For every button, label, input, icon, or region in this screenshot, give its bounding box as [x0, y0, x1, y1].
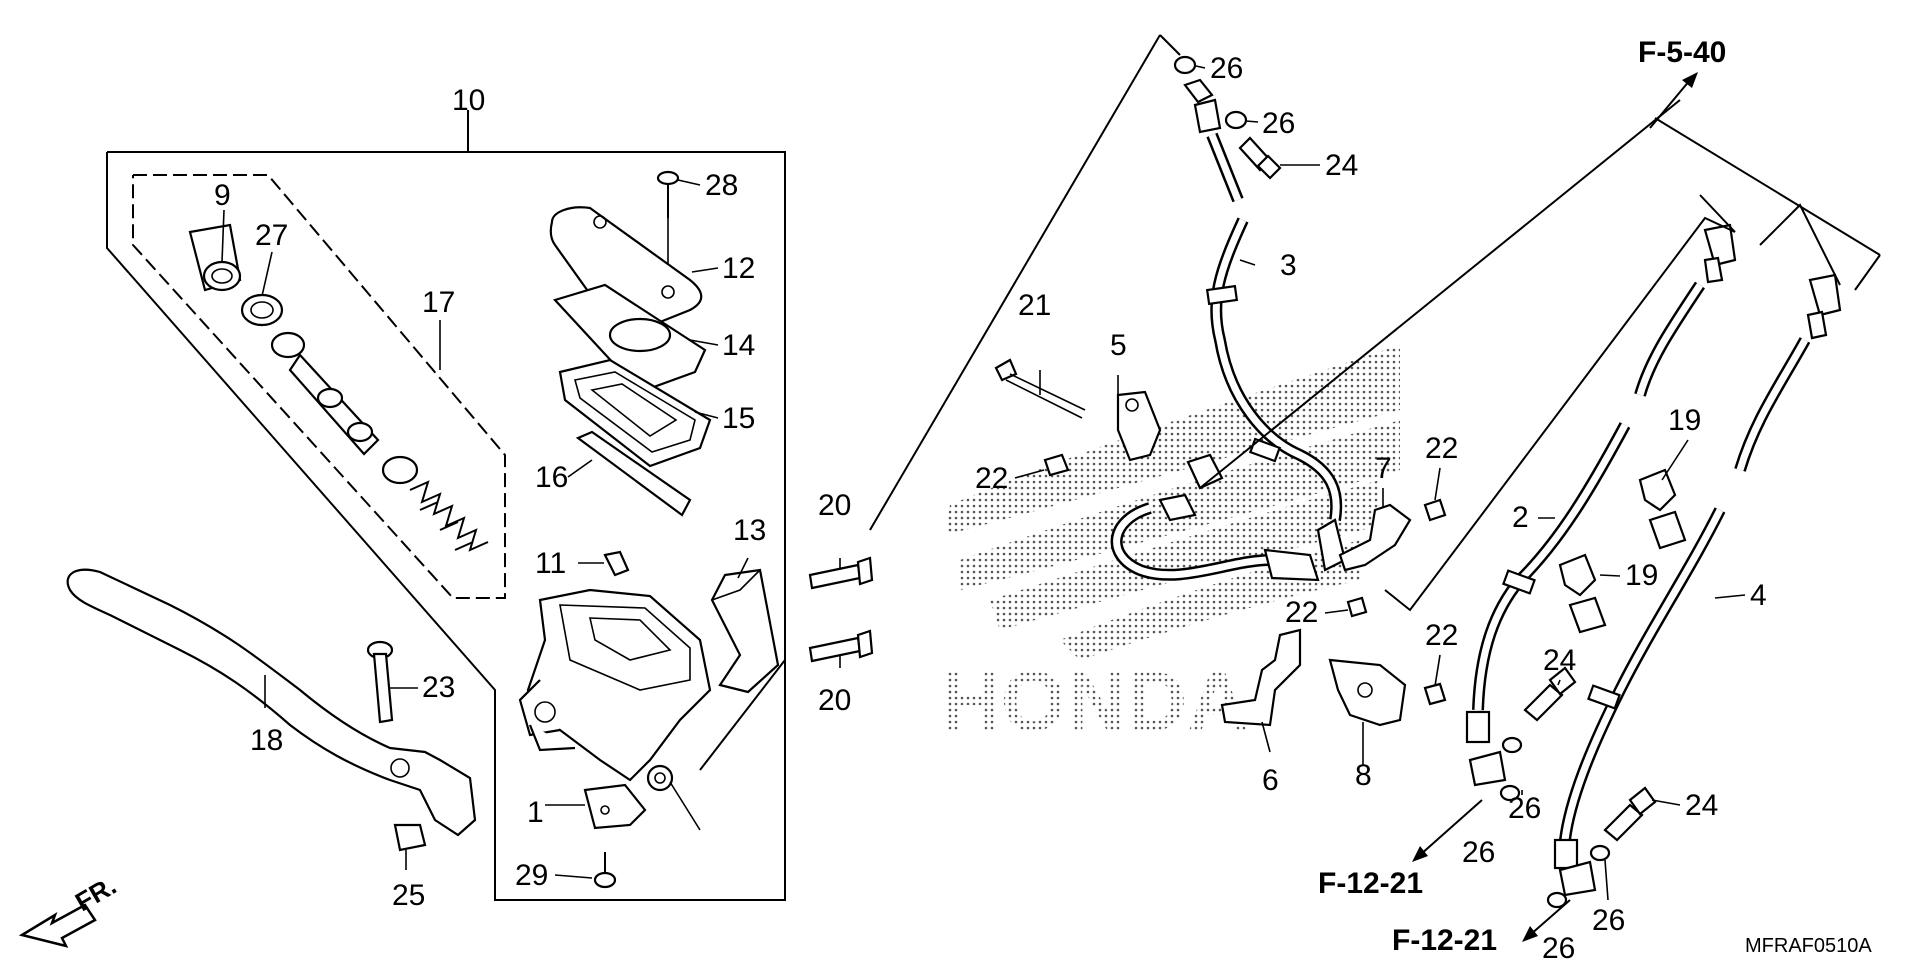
callout-24c: 24 — [1685, 789, 1718, 822]
callout-26e: 26 — [1592, 904, 1625, 937]
bracket-bolt-a — [1043, 453, 1070, 477]
callout-28: 28 — [705, 169, 738, 202]
bracket-bolt-d — [1423, 682, 1447, 706]
kit-10-bracket — [106, 110, 786, 901]
callout-5: 5 — [1110, 329, 1127, 362]
callout-labels: 1 2 3 4 5 6 7 8 9 10 11 12 13 14 15 16 1… — [214, 52, 1767, 960]
long-bolt — [994, 358, 1086, 419]
leader-lines — [221, 65, 1746, 901]
reference-f-12-21-b: F-12-21 — [1392, 924, 1497, 957]
banjo-bolt-lower-a — [1523, 666, 1577, 722]
callout-17: 17 — [422, 286, 455, 319]
reference-arrows — [1412, 72, 1698, 942]
switch-screw — [593, 852, 617, 889]
master-cylinder-body — [518, 588, 712, 792]
banjo-bolt-upper — [1238, 136, 1282, 180]
callout-22c: 22 — [1285, 596, 1318, 629]
callout-6: 6 — [1262, 764, 1279, 797]
hose-bracket-6 — [1220, 628, 1302, 727]
banjo-bolt-lower-b — [1603, 786, 1657, 842]
callout-8: 8 — [1355, 759, 1372, 792]
callout-3: 3 — [1280, 249, 1297, 282]
callout-14: 14 — [722, 329, 755, 362]
callout-26c: 26 — [1508, 792, 1541, 825]
callout-26f: 26 — [1542, 932, 1575, 960]
callout-7: 7 — [1375, 452, 1392, 485]
callout-9: 9 — [214, 179, 231, 212]
reference-f-12-21-a: F-12-21 — [1318, 867, 1423, 900]
watermark-text: HONDA — [940, 654, 1248, 748]
callout-11: 11 — [535, 547, 566, 580]
clamp-bolt-upper — [808, 556, 874, 590]
callout-13: 13 — [733, 514, 766, 547]
callout-24a: 24 — [1325, 149, 1358, 182]
callout-21: 21 — [1018, 289, 1051, 322]
reservoir-cap — [549, 206, 703, 332]
reservoir-seal — [575, 430, 692, 517]
callout-19a: 19 — [1668, 404, 1701, 437]
callout-23: 23 — [422, 671, 455, 704]
callout-1: 1 — [527, 796, 544, 829]
hose-clamp-upper — [1638, 468, 1687, 550]
circlip — [240, 293, 284, 327]
bracket-bolt-c — [1346, 596, 1368, 618]
pivot-nut — [393, 823, 427, 852]
callout-2: 2 — [1512, 501, 1529, 534]
assembly-outline-lines — [869, 34, 1881, 612]
brake-light-switch — [583, 783, 647, 830]
callout-26a: 26 — [1210, 52, 1243, 85]
upper-brake-hose — [1183, 78, 1343, 521]
piston — [270, 331, 380, 456]
bracket-bolt-b — [1423, 498, 1447, 522]
callout-26b: 26 — [1262, 107, 1295, 140]
reference-f-5-40: F-5-40 — [1638, 36, 1726, 69]
callout-26d: 26 — [1462, 836, 1495, 869]
callout-18: 18 — [250, 724, 283, 757]
callout-16: 16 — [535, 461, 568, 494]
callout-22a: 22 — [975, 462, 1008, 495]
callout-24b: 24 — [1543, 644, 1576, 677]
callout-10: 10 — [452, 84, 485, 117]
three-way-joint — [1328, 658, 1407, 727]
callout-20a: 20 — [818, 489, 851, 522]
callout-20b: 20 — [818, 684, 851, 717]
callout-22d: 22 — [1425, 619, 1458, 652]
front-direction-arrow: FR. — [18, 870, 121, 948]
spring — [381, 455, 489, 552]
piston-boot — [188, 223, 242, 292]
callout-12: 12 — [722, 252, 755, 285]
callout-29: 29 — [515, 859, 548, 892]
lower-brake-hose-4 — [1553, 273, 1842, 897]
clamp-holder — [710, 568, 780, 694]
clamp-bolt-lower — [808, 629, 874, 663]
callout-25: 25 — [392, 879, 425, 912]
drawing-code: MFRAF0510A — [1745, 935, 1872, 957]
callout-4: 4 — [1750, 579, 1767, 612]
hose-bracket-7 — [1338, 503, 1412, 572]
callout-27: 27 — [255, 219, 288, 252]
sealing-washers — [1173, 55, 1611, 909]
hose-clamp-lower — [1558, 553, 1607, 634]
callout-15: 15 — [722, 402, 755, 435]
callout-22b: 22 — [1425, 432, 1458, 465]
lower-brake-hose-2 — [1465, 223, 1737, 787]
callout-19b: 19 — [1625, 559, 1658, 592]
pivot-bolt — [366, 640, 394, 724]
diaphragm — [558, 358, 712, 468]
brake-lever — [66, 568, 477, 837]
kit-17-bracket — [132, 174, 506, 599]
part-11-clip — [603, 550, 630, 577]
hose-joint — [1116, 390, 1224, 490]
